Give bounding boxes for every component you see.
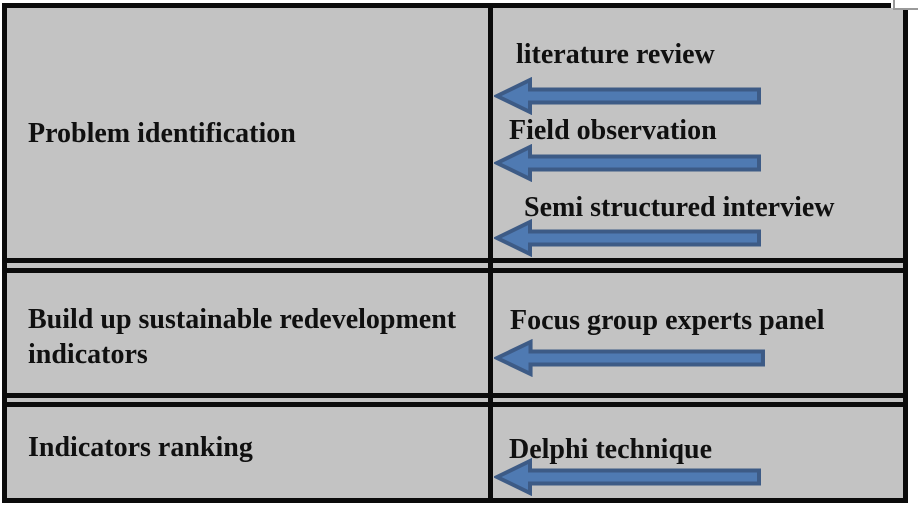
stage-label-build-indicators: Build up sustainable redevelopment indic…: [28, 302, 456, 372]
stage-label-indicators-ranking: Indicators ranking: [28, 432, 253, 463]
left-arrow-icon: [494, 219, 761, 257]
column-divider: [488, 3, 493, 503]
method-label-semi-structured-interview: Semi structured interview: [524, 192, 835, 223]
stage-label-problem-identification: Problem identification: [28, 118, 296, 149]
page-corner-mark-vline: [893, 0, 895, 10]
left-arrow-icon: [494, 339, 765, 377]
left-arrow-icon: [494, 77, 761, 115]
method-label-focus-group-experts-panel: Focus group experts panel: [510, 305, 825, 336]
method-label-literature-review: literature review: [516, 39, 715, 70]
method-label-delphi-technique: Delphi technique: [509, 434, 713, 465]
row-separator: [2, 393, 908, 398]
row-separator: [2, 258, 908, 263]
page-corner-mark-hline: [893, 8, 918, 10]
row-separator: [2, 268, 908, 273]
stage-label-line: indicators: [28, 339, 148, 370]
row-separator: [2, 402, 908, 407]
page-corner-mark: [891, 0, 918, 8]
left-arrow-icon: [494, 144, 761, 182]
method-label-field-observation: Field observation: [509, 115, 717, 146]
methodology-table: [2, 3, 908, 503]
left-arrow-icon: [494, 458, 761, 496]
stage-label-line: Build up sustainable redevelopment: [28, 304, 457, 335]
